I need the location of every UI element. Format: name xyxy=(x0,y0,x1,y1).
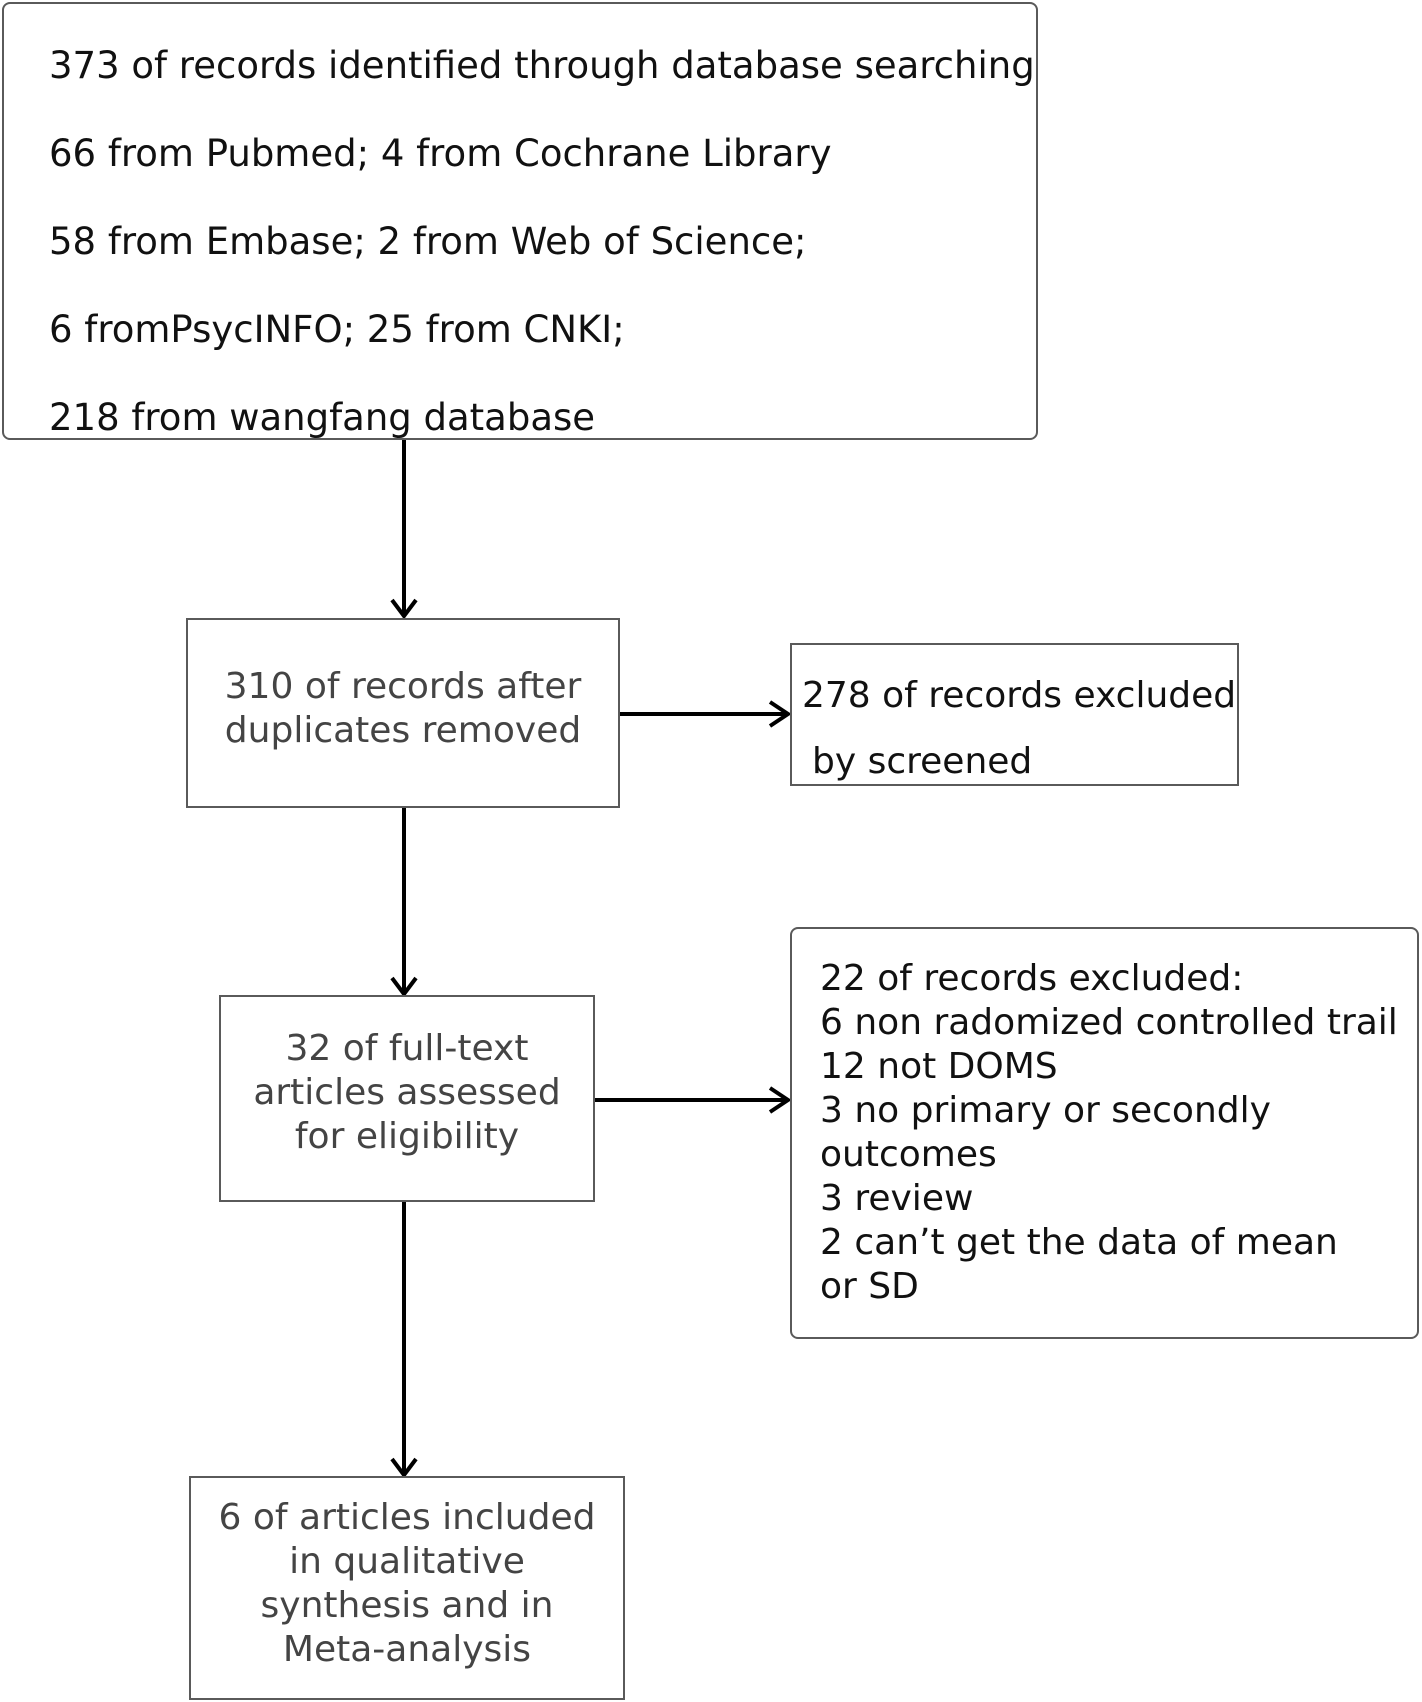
identified-line: 6 fromPsycINFO; 25 from CNKI; xyxy=(49,308,625,351)
duplicates-removed-box: 310 of records after duplicates removed xyxy=(186,618,620,808)
records-identified-box: 373 of records identified through databa… xyxy=(2,2,1038,440)
fulltext-excluded-line: 12 not DOMS xyxy=(820,1046,1058,1087)
included-line: synthesis and in xyxy=(260,1585,554,1626)
included-line: 6 of articles included xyxy=(218,1497,596,1538)
fulltext-line: for eligibility xyxy=(294,1115,520,1157)
included-line: Meta-analysis xyxy=(282,1629,532,1670)
fulltext-excluded-line: or SD xyxy=(820,1266,919,1307)
fulltext-excluded-line: 3 no primary or secondly xyxy=(820,1090,1271,1131)
identified-line: 373 of records identified through databa… xyxy=(49,44,1035,87)
duplicates-line: duplicates removed xyxy=(224,710,582,751)
screened-excluded-line: by screened xyxy=(812,741,1033,782)
screened-excluded-line: 278 of records excluded xyxy=(802,675,1237,716)
fulltext-excluded-line: 6 non radomized controlled trail xyxy=(820,1002,1398,1043)
identified-line: 218 from wangfang database xyxy=(49,396,596,439)
fulltext-excluded-line: outcomes xyxy=(820,1134,997,1175)
fulltext-line: 32 of full-text xyxy=(285,1027,529,1069)
duplicates-line: 310 of records after xyxy=(224,666,582,707)
fulltext-excluded-box: 22 of records excluded: 6 non radomized … xyxy=(790,927,1419,1339)
fulltext-excluded-line: 22 of records excluded: xyxy=(820,958,1244,999)
fulltext-assessed-box: 32 of full-text articles assessed for el… xyxy=(219,995,595,1202)
fulltext-excluded-line: 3 review xyxy=(820,1178,974,1219)
screened-excluded-box: 278 of records excluded by screened xyxy=(790,643,1239,786)
articles-included-box: 6 of articles included in qualitative sy… xyxy=(189,1476,625,1700)
identified-line: 66 from Pubmed; 4 from Cochrane Library xyxy=(49,132,832,175)
fulltext-line: articles assessed xyxy=(253,1071,561,1113)
identified-line: 58 from Embase; 2 from Web of Science; xyxy=(49,220,807,263)
fulltext-excluded-line: 2 can’t get the data of mean xyxy=(820,1222,1338,1263)
included-line: in qualitative xyxy=(289,1541,525,1582)
